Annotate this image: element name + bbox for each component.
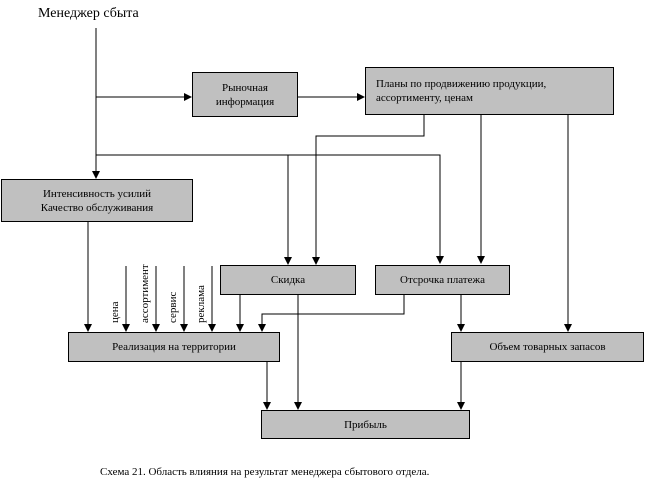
market-info-line-1: Рыночная	[222, 81, 268, 94]
factor-service: сервис	[167, 291, 179, 323]
plans-line-2: ассортименту, ценам	[376, 92, 473, 104]
distribution-line	[96, 154, 444, 264]
realization-box: Реализация на территории	[68, 332, 280, 362]
discount-label: Скидка	[270, 274, 306, 286]
realization-label: Реализация на территории	[112, 341, 236, 353]
deferral-label: Отсрочка платежа	[400, 274, 485, 286]
efforts-box: Интенсивность усилий Качество обслуживан…	[1, 179, 193, 222]
discount-box: Скидка	[220, 265, 356, 295]
factor-advertising: реклама	[195, 285, 207, 323]
efforts-line-1: Интенсивность усилий	[42, 187, 152, 200]
arrow-deferral-to-realization	[258, 295, 405, 332]
caption: Схема 21. Область влияния на результат м…	[100, 466, 430, 478]
factor-assortment: ассортимент	[139, 264, 151, 323]
manager-title: Менеджер сбыта	[38, 6, 139, 21]
efforts-line-2: Качество обслуживания	[40, 201, 154, 214]
market-info-line-2: информация	[215, 95, 275, 108]
profit-box: Прибыль	[261, 410, 470, 439]
profit-label: Прибыль	[344, 418, 387, 431]
inventory-box: Объем товарных запасов	[451, 332, 644, 362]
deferral-box: Отсрочка платежа	[375, 265, 510, 295]
plans-line-1: Планы по продвижению продукции,	[376, 78, 547, 90]
factor-price: цена	[109, 301, 121, 323]
plans-box: Планы по продвижению продукции, ассортим…	[365, 67, 614, 115]
inventory-label: Объем товарных запасов	[489, 341, 606, 353]
arrow-plans-to-discount	[312, 115, 425, 265]
market-info-box: Рыночная информация	[192, 72, 298, 117]
